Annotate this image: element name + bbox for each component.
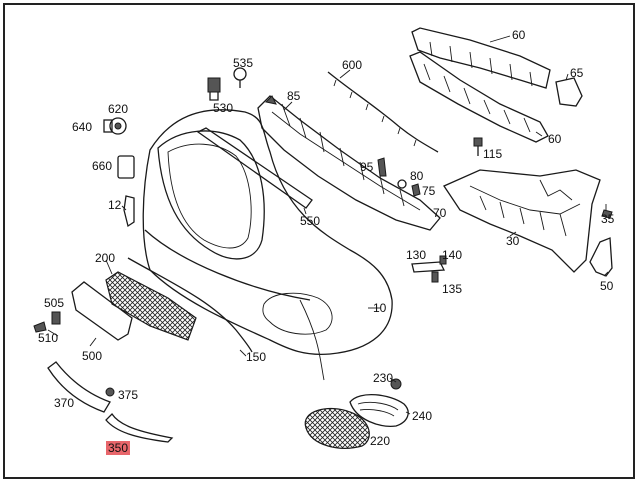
callout-200[interactable]: 200 [95,251,116,265]
callout-375[interactable]: 375 [118,388,139,402]
clip-505[interactable] [51,311,61,325]
callout-85[interactable]: 85 [287,89,301,103]
holder-130[interactable] [411,255,447,283]
callout-80[interactable]: 80 [410,169,424,183]
lower-grille[interactable] [105,271,197,341]
callout-95[interactable]: 95 [360,160,374,174]
fog-lamp-grille[interactable] [304,407,370,449]
bracket-12[interactable] [123,195,135,228]
fog-lamp-surround[interactable] [349,394,409,427]
chrome-strip[interactable] [105,412,174,443]
callout-230[interactable]: 230 [373,371,394,385]
callout-220[interactable]: 220 [370,434,391,448]
bracket-50[interactable] [589,237,613,277]
screw-510[interactable] [33,321,47,333]
clip-35[interactable] [601,209,613,219]
callout-75[interactable]: 75 [422,184,436,198]
spoiler-lip[interactable] [47,361,111,413]
callout-10[interactable]: 10 [373,301,387,315]
energy-absorber[interactable] [257,95,441,231]
callout-12[interactable]: 12 [108,198,122,212]
callout-550[interactable]: 550 [300,214,321,228]
sensor-660[interactable] [117,155,135,179]
callout-530[interactable]: 530 [213,101,234,115]
upper-trim[interactable] [196,127,313,209]
callout-620[interactable]: 620 [108,102,129,116]
clip-230[interactable] [390,378,402,390]
grille-frame[interactable] [71,281,133,341]
clip-95[interactable] [377,157,387,177]
callout-60-bottom[interactable]: 60 [548,132,562,146]
callout-350[interactable]: 350 [106,441,131,455]
callout-115[interactable]: 115 [483,147,503,161]
callout-50[interactable]: 50 [600,279,614,293]
callout-640[interactable]: 640 [72,120,93,134]
bolt-530[interactable] [207,77,221,101]
callout-60-top[interactable]: 60 [512,28,526,42]
callout-505[interactable]: 505 [44,296,65,310]
trim-strip[interactable] [127,257,253,353]
callout-70[interactable]: 70 [433,206,447,220]
callout-370[interactable]: 370 [54,396,75,410]
callout-510[interactable]: 510 [38,331,59,345]
callout-535[interactable]: 535 [233,56,254,70]
callout-30[interactable]: 30 [506,234,520,248]
callout-35[interactable]: 35 [601,212,615,226]
callout-500[interactable]: 500 [82,349,103,363]
callout-135[interactable]: 135 [442,282,463,296]
callout-130[interactable]: 130 [406,248,427,262]
callout-240[interactable]: 240 [412,409,433,423]
callout-660[interactable]: 660 [92,159,113,173]
callout-600[interactable]: 600 [342,58,363,72]
bracket-65[interactable] [555,77,583,107]
bumper-support[interactable] [443,169,601,273]
leader-lines [47,35,609,441]
bolt-115[interactable] [473,137,483,156]
callout-140[interactable]: 140 [442,248,463,262]
nut-80[interactable] [397,179,407,189]
clip-75[interactable] [411,183,421,197]
foam-absorber[interactable] [409,27,551,143]
bumper-cover[interactable] [142,109,393,381]
clip-375[interactable] [105,387,115,397]
callout-65[interactable]: 65 [570,66,584,80]
bolt-535[interactable] [233,67,247,88]
callout-150[interactable]: 150 [246,350,267,364]
parking-sensor[interactable] [103,117,127,135]
wiring-harness[interactable] [327,71,439,153]
